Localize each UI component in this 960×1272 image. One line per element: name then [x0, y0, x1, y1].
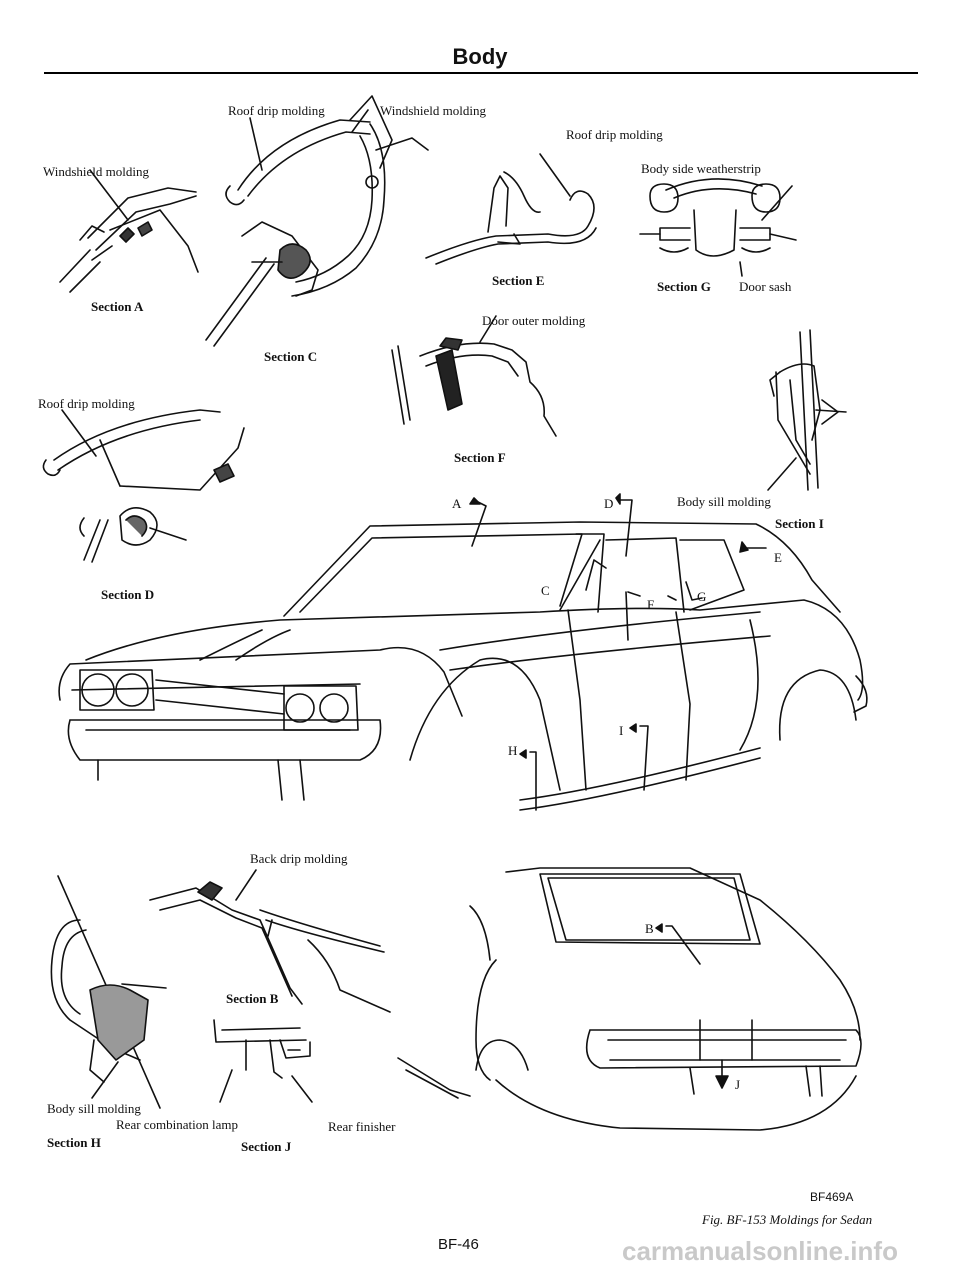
label-roof-drip-molding-c: Roof drip molding	[228, 103, 325, 118]
page-title: Body	[452, 44, 508, 69]
callout-j: J	[735, 1077, 741, 1092]
section-b-drawing	[149, 869, 391, 1013]
figure-code: BF469A	[810, 1190, 854, 1204]
label-section-e: Section E	[492, 273, 545, 288]
section-g-drawing	[639, 178, 797, 277]
label-windshield-molding-a: Windshield molding	[43, 164, 149, 179]
label-section-g: Section G	[657, 279, 711, 294]
label-roof-drip-molding-d: Roof drip molding	[38, 396, 135, 411]
label-section-c: Section C	[264, 349, 318, 364]
page-number: BF-46	[438, 1236, 479, 1253]
section-i-drawing	[767, 329, 847, 491]
section-j-drawing	[213, 1019, 313, 1103]
label-section-a: Section A	[91, 299, 144, 314]
label-back-drip-molding: Back drip molding	[250, 851, 348, 866]
callout-b: B	[645, 921, 654, 936]
label-section-h: Section H	[47, 1135, 101, 1150]
callout-e: E	[774, 550, 782, 565]
label-roof-drip-molding-e: Roof drip molding	[566, 127, 663, 142]
callout-h: H	[508, 743, 518, 758]
label-door-outer-molding: Door outer molding	[482, 313, 586, 328]
section-f-drawing	[391, 315, 557, 437]
callout-a: A	[452, 496, 462, 511]
section-d-drawing	[42, 409, 245, 563]
header-rule	[44, 72, 918, 74]
callout-i: I	[619, 723, 624, 738]
label-door-sash: Door sash	[739, 279, 792, 294]
callout-g: G	[697, 589, 707, 604]
label-section-i: Section I	[775, 516, 824, 531]
callout-d: D	[604, 496, 614, 511]
section-e-drawing	[425, 153, 597, 265]
section-h-drawing	[50, 875, 167, 1109]
label-section-j: Section J	[241, 1139, 292, 1154]
figure-caption: Fig. BF-153 Moldings for Sedan	[702, 1212, 873, 1227]
label-rear-combination-lamp: Rear combination lamp	[116, 1117, 239, 1132]
label-section-d: Section D	[101, 587, 155, 602]
section-c-drawing	[205, 95, 429, 347]
watermark: carmanualsonline.info	[622, 1236, 898, 1266]
sedan-front-drawing	[58, 521, 868, 811]
label-body-side-weatherstrip: Body side weatherstrip	[641, 161, 761, 176]
label-section-b: Section B	[226, 991, 279, 1006]
sedan-rear-drawing	[397, 867, 862, 1131]
label-windshield-molding-c: Windshield molding	[380, 103, 486, 118]
callout-arrows	[469, 493, 767, 1089]
label-rear-finisher: Rear finisher	[328, 1119, 396, 1134]
label-section-f: Section F	[454, 450, 506, 465]
label-body-sill-molding-i: Body sill molding	[677, 494, 771, 509]
callout-f: F	[647, 597, 655, 612]
callout-c: C	[541, 583, 550, 598]
section-a-drawing	[59, 169, 199, 293]
label-body-sill-molding-h: Body sill molding	[47, 1101, 141, 1116]
